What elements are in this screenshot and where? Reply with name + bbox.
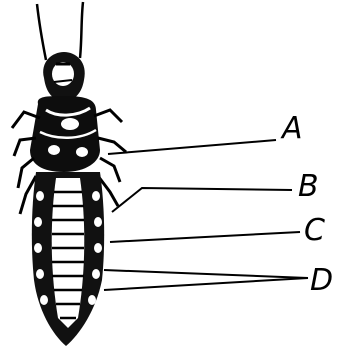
leader-line-d-upper: [104, 270, 308, 278]
leader-line-b: [112, 188, 292, 212]
leader-line-d-lower: [104, 278, 308, 290]
label-d: D: [310, 263, 333, 298]
left-antenna: [37, 4, 46, 60]
label-b: B: [298, 169, 319, 204]
label-c: C: [304, 213, 325, 248]
leader-line-c: [110, 232, 300, 242]
leader-line-a: [108, 140, 276, 154]
right-antenna: [80, 2, 83, 58]
abdomen-midline: [52, 178, 85, 328]
label-a: A: [280, 111, 303, 146]
